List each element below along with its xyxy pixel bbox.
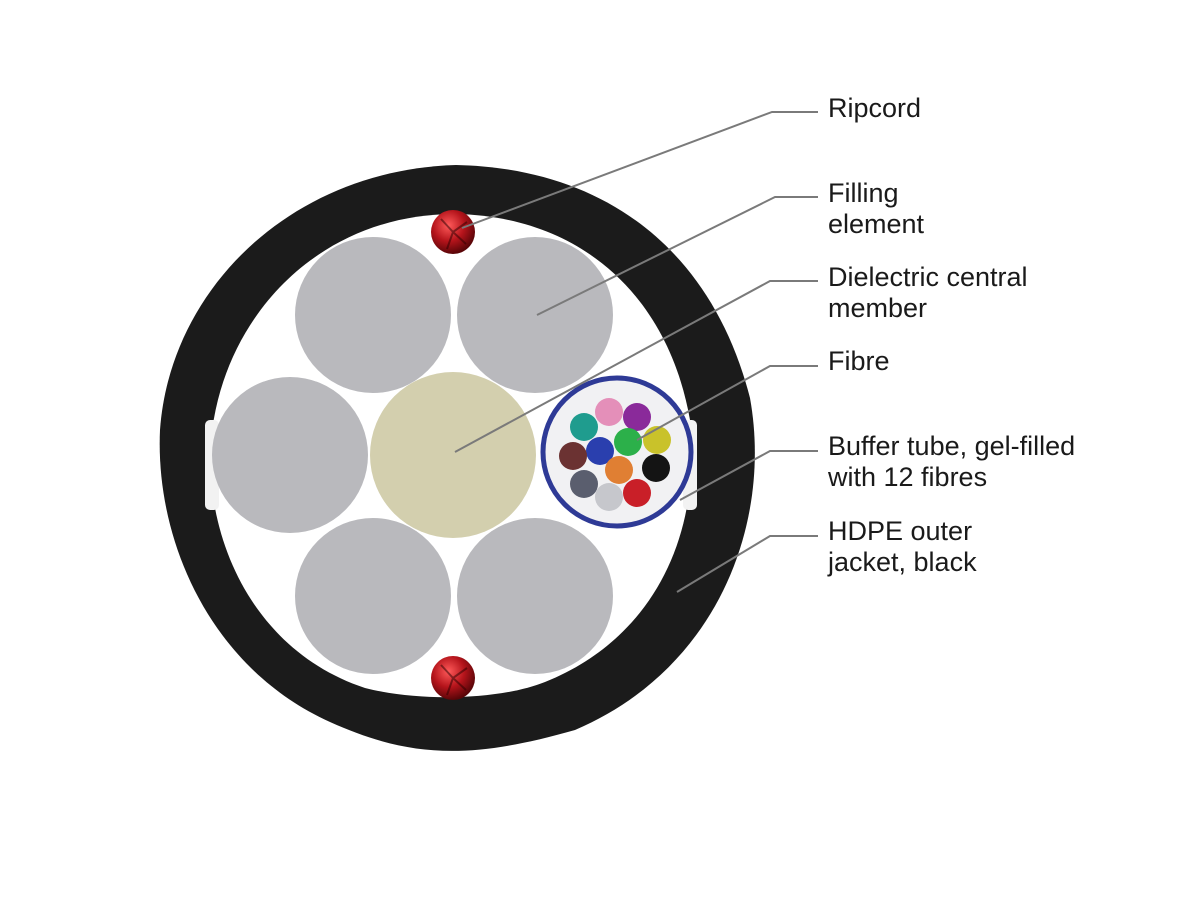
ripcord-bottom bbox=[431, 656, 475, 700]
fibre bbox=[605, 456, 633, 484]
fibre bbox=[642, 454, 670, 482]
fibre bbox=[586, 437, 614, 465]
fibre bbox=[570, 470, 598, 498]
filling-element bbox=[457, 518, 613, 674]
fibre bbox=[595, 483, 623, 511]
callout-ripcord: Ripcord bbox=[828, 93, 922, 123]
callout-buffer-tube: Buffer tube, gel-filled with 12 fibres bbox=[828, 431, 1076, 492]
leader-line-ripcord bbox=[461, 111, 818, 229]
leader-line-central-member bbox=[454, 280, 818, 453]
leader-line-filling-element bbox=[536, 196, 818, 316]
fibre bbox=[614, 428, 642, 456]
fibre-bundle bbox=[559, 398, 671, 511]
callout-fibre: Fibre bbox=[828, 346, 890, 376]
filling-element bbox=[457, 237, 613, 393]
fibre bbox=[623, 479, 651, 507]
leader-line-fibre bbox=[636, 365, 818, 441]
ripcord-top bbox=[431, 210, 475, 254]
callout-filling-element: Filling element bbox=[828, 178, 925, 239]
filling-element bbox=[295, 237, 451, 393]
callout-central-member: Dielectric central member bbox=[828, 262, 1028, 323]
filling-element bbox=[295, 518, 451, 674]
fibre bbox=[643, 426, 671, 454]
leader-line-buffer-tube bbox=[679, 450, 818, 501]
leader-line-outer-jacket bbox=[676, 535, 818, 593]
fibre bbox=[623, 403, 651, 431]
callout-outer-jacket: HDPE outer jacket, black bbox=[828, 516, 977, 577]
dielectric-central-member bbox=[370, 372, 536, 538]
filling-element bbox=[212, 377, 368, 533]
fibre bbox=[559, 442, 587, 470]
fibre bbox=[595, 398, 623, 426]
fibre bbox=[570, 413, 598, 441]
